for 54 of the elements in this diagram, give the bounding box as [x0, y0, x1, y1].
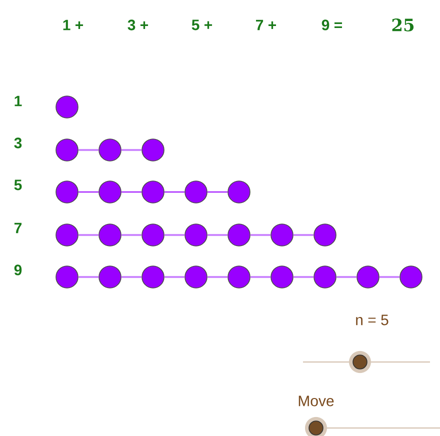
dot [142, 266, 164, 288]
dot [184, 224, 208, 246]
row-number: 9 [14, 264, 22, 276]
dot [356, 266, 380, 288]
connector-line [78, 234, 99, 236]
connector-line [207, 234, 228, 236]
row-number: 7 [14, 222, 22, 234]
connector-line [293, 276, 314, 278]
dot [98, 138, 122, 162]
dot [228, 266, 250, 288]
connector-line [379, 276, 400, 278]
sum-term: 7 + [256, 20, 276, 30]
dot [400, 266, 422, 288]
slider-label: n = 5 [356, 314, 388, 326]
connector-line [121, 149, 142, 151]
connector-line [78, 276, 99, 278]
connector-line [78, 149, 99, 151]
sum-term: 3 + [128, 20, 148, 30]
row-number: 3 [14, 138, 22, 148]
connector-line [164, 276, 185, 278]
dot [56, 266, 78, 288]
row-number: 1 [14, 96, 22, 106]
connector-line [121, 234, 142, 236]
slider-label: Move [298, 396, 334, 406]
dot [314, 224, 336, 246]
connector-line [250, 234, 271, 236]
row-number: 5 [14, 180, 22, 190]
dot [270, 266, 294, 288]
dot [184, 180, 208, 204]
dot [56, 138, 78, 162]
dot [56, 224, 78, 246]
dot [98, 180, 122, 204]
dot [314, 266, 336, 288]
connector-line [293, 234, 314, 236]
dot [228, 224, 250, 246]
dot [228, 180, 250, 204]
dot [56, 96, 78, 118]
dot [142, 224, 164, 246]
connector-line [121, 276, 142, 278]
connector-line [207, 276, 228, 278]
dot [56, 180, 78, 204]
dot [98, 224, 122, 246]
connector-line [250, 276, 271, 278]
sum-term: 1 + [63, 20, 84, 30]
connector-line [164, 234, 185, 236]
dot [184, 266, 208, 288]
sum-term: 5 + [192, 20, 212, 30]
dot [270, 224, 294, 246]
sum-term: 9 = [322, 20, 342, 30]
dot [98, 266, 122, 288]
dot [142, 138, 164, 162]
connector-line [336, 276, 357, 278]
dot [142, 180, 164, 204]
sum-total: 25 [392, 18, 414, 32]
